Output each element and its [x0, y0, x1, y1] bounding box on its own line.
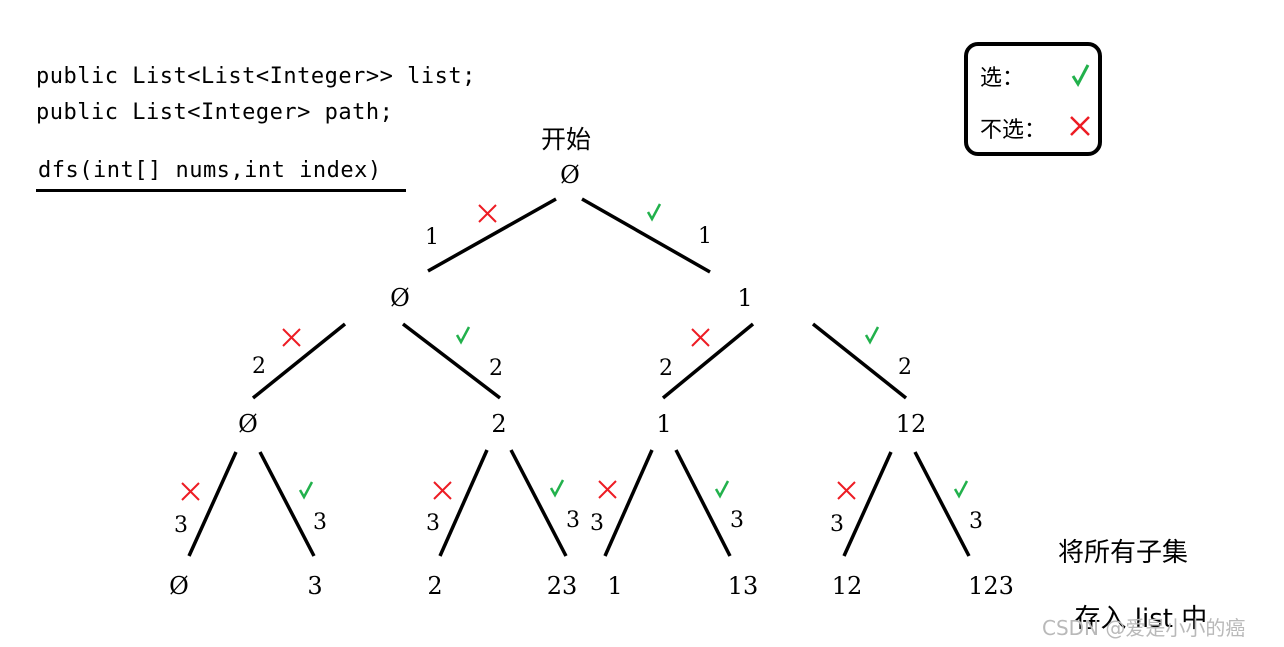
tree-edge	[438, 449, 489, 557]
choice-marks	[181, 203, 969, 501]
legend-unselect-row: 不选：	[980, 112, 1046, 144]
note-line-2: 存入 list 中	[1058, 568, 1208, 635]
legend-unselect-label: 不选：	[980, 118, 1047, 143]
edge-label: 1	[698, 224, 712, 249]
tree-edge	[811, 322, 908, 400]
tree-node-level2: Ø	[238, 410, 258, 438]
tree-node-leaf: 23	[547, 572, 578, 600]
tree-node-level2: 2	[491, 410, 506, 438]
tree-node-leaf: 12	[832, 572, 863, 600]
tree-node-level1: Ø	[390, 284, 410, 312]
check-mark	[298, 481, 314, 500]
tree-node-leaf: 123	[968, 572, 1014, 600]
tree-node-leaf: 3	[307, 572, 322, 600]
note-line-2-text: 存入 list 中	[1074, 604, 1208, 634]
legend-select-label: 选：	[980, 66, 1025, 91]
tree-edge	[842, 451, 893, 557]
cross-mark	[181, 482, 200, 501]
legend: 选： 不选：	[964, 42, 1102, 156]
check-mark	[953, 480, 969, 499]
cross-mark	[282, 328, 301, 347]
note-line-1: 将所有子集	[1058, 538, 1189, 568]
tree-edge	[251, 322, 347, 400]
tree-node-leaf: 1	[607, 572, 622, 600]
cross-mark	[837, 481, 856, 500]
start-label: 开始	[541, 125, 592, 154]
edge-label: 2	[659, 356, 673, 381]
tree-edge	[258, 451, 316, 557]
edge-label: 2	[489, 356, 503, 381]
tree-edge	[661, 322, 755, 400]
check-icon	[1071, 64, 1090, 88]
tree-edge	[187, 451, 238, 557]
edge-label: 2	[898, 355, 912, 380]
tree-node-root: Ø	[560, 161, 580, 189]
legend-select-row: 选：	[980, 60, 1024, 92]
tree-node-level2: 1	[656, 410, 671, 438]
cross-icon	[1070, 116, 1090, 136]
edge-label: 3	[566, 508, 580, 533]
check-mark	[646, 203, 662, 222]
tree-node-level1: 1	[737, 284, 752, 312]
edge-label: 3	[590, 511, 604, 536]
edge-label: 1	[425, 225, 439, 250]
tree-edge	[401, 322, 502, 400]
tree-node-level2: 12	[896, 410, 927, 438]
cross-mark	[598, 480, 617, 499]
tree-edge	[509, 449, 568, 557]
cross-mark	[433, 481, 452, 500]
tree-edge	[581, 197, 711, 274]
check-mark	[549, 479, 565, 498]
check-mark	[455, 326, 471, 345]
check-mark	[714, 480, 730, 499]
tree-edges	[187, 197, 971, 557]
edge-label: 2	[252, 354, 266, 379]
code-dfs-signature: dfs(int[] nums,int index)	[38, 158, 382, 183]
edge-label: 3	[174, 513, 188, 538]
tree-edge	[674, 449, 732, 557]
code-line-path: public List<Integer> path;	[36, 100, 394, 125]
tree-edge	[913, 451, 971, 557]
tree-node-leaf: 13	[728, 572, 759, 600]
tree-edge	[427, 197, 557, 273]
code-line-list: public List<List<Integer>> list;	[36, 64, 476, 89]
check-mark	[864, 326, 880, 345]
watermark: CSDN @爱是小小的癌	[1042, 616, 1246, 640]
tree-node-leaf: Ø	[169, 572, 189, 600]
edge-label: 3	[830, 512, 844, 537]
edge-label: 3	[730, 508, 744, 533]
cross-mark	[691, 328, 710, 347]
tree-edge	[603, 449, 654, 557]
edge-label: 3	[426, 511, 440, 536]
edge-label: 3	[969, 509, 983, 534]
tree-node-leaf: 2	[427, 572, 442, 600]
signature-underline	[36, 189, 406, 192]
cross-mark	[478, 204, 497, 223]
edge-label: 3	[313, 510, 327, 535]
